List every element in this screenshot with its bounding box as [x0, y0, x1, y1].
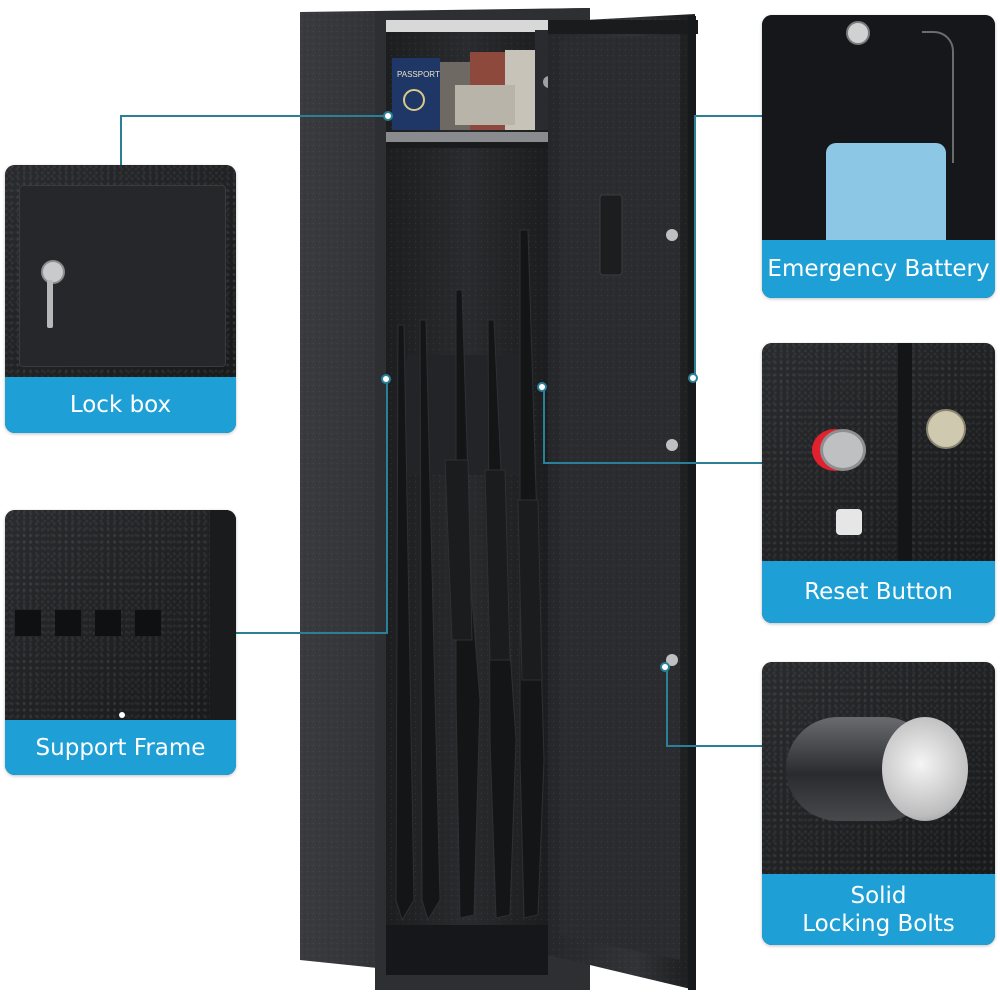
connector-locking-bolts: [666, 745, 762, 747]
passport-label: PASSPORT: [397, 70, 440, 79]
connector-dot: [660, 662, 670, 672]
rifles: [395, 229, 545, 922]
locking-bolts-photo: [762, 662, 995, 874]
connector-reset-button: [544, 462, 762, 464]
reset-button-photo: [762, 343, 995, 561]
connector-dot: [688, 373, 698, 383]
connector-locking-bolts-rise: [666, 668, 668, 747]
rack-slot: [55, 610, 81, 636]
emergency-battery-photo: [762, 15, 995, 240]
connector-emergency-battery-drop: [694, 115, 696, 380]
door-hinge-strip: [898, 343, 912, 561]
keyhole-icon: [846, 21, 870, 45]
connector-reset-button-rise: [543, 390, 545, 464]
locking-bolts-label: Solid Locking Bolts: [762, 874, 995, 945]
key-icon: [47, 280, 53, 328]
rack-slot: [95, 610, 121, 636]
lockbox-contents: PASSPORT: [392, 30, 563, 130]
reset-button-icon: [820, 429, 866, 471]
connector-support-frame-rise: [386, 380, 388, 634]
keyhole-icon: [41, 260, 65, 284]
connector-dot: [537, 382, 547, 392]
battery-pack-icon: [826, 143, 946, 240]
support-frame-callout: Support Frame: [5, 510, 236, 775]
rack-slot: [15, 610, 41, 636]
locking-bolts-label-line2: Locking Bolts: [802, 910, 955, 937]
rack-slot: [135, 610, 161, 636]
connector-emergency-battery: [694, 115, 762, 117]
locking-bolt-face: [882, 717, 968, 821]
screw-icon: [926, 409, 966, 449]
locking-bolts-label-line1: Solid: [850, 882, 907, 909]
support-frame-photo: [5, 510, 236, 720]
connector-lock-box-drop: [120, 115, 122, 165]
emergency-battery-label: Emergency Battery: [762, 240, 995, 298]
connector-support-frame: [236, 632, 388, 634]
locking-bolts-callout: Solid Locking Bolts: [762, 662, 995, 945]
rivet-icon: [119, 712, 125, 718]
connector-lock-box: [120, 115, 388, 117]
emergency-battery-callout: Emergency Battery: [762, 15, 995, 298]
battery-cable: [922, 31, 954, 163]
bolt-icon: [836, 509, 862, 535]
safe-cabinet: [300, 8, 590, 990]
lock-box-photo: [5, 165, 236, 377]
lock-box-callout: Lock box: [5, 165, 236, 433]
connector-dot: [383, 111, 393, 121]
safe-door: [548, 14, 698, 990]
rack-edge: [210, 510, 236, 720]
connector-dot: [381, 374, 391, 384]
reset-button-callout: Reset Button: [762, 343, 995, 623]
support-frame-label: Support Frame: [5, 720, 236, 775]
lock-box-label: Lock box: [5, 377, 236, 433]
reset-button-label: Reset Button: [762, 561, 995, 623]
